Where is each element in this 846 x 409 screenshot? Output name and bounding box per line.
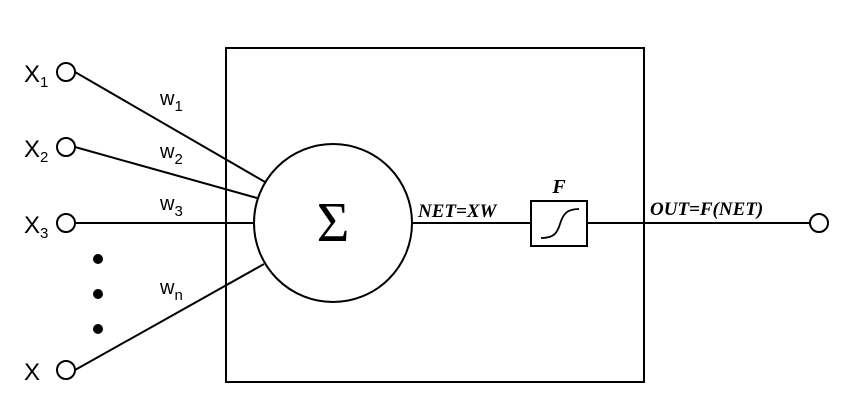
- ellipsis-dot-3: [93, 324, 103, 334]
- activation-label: F: [551, 176, 566, 198]
- input-node-1: [56, 62, 76, 82]
- input-label-3: X3: [24, 212, 48, 242]
- ellipsis-dot-1: [93, 254, 103, 264]
- input-line-n: [74, 263, 265, 371]
- input-line-2: [74, 146, 258, 199]
- input-label-1: X1: [24, 61, 48, 91]
- summation-symbol: Σ: [317, 192, 350, 254]
- input-node-2: [56, 137, 76, 157]
- output-label: OUT=F(NET): [650, 199, 763, 220]
- input-node-n: [56, 360, 76, 380]
- sigmoid-curve-icon: [540, 208, 580, 239]
- output-node: [809, 213, 829, 233]
- weight-label-n: wn: [159, 277, 183, 304]
- weight-label-2: w2: [159, 141, 183, 168]
- input-node-3: [56, 213, 76, 233]
- net-label: NET=XW: [417, 201, 497, 222]
- weight-label-3: w3: [159, 193, 183, 220]
- ellipsis-dot-2: [93, 289, 103, 299]
- weight-label-1: w1: [159, 88, 183, 115]
- neuron-box: [225, 47, 645, 383]
- activation-box: [530, 200, 588, 247]
- input-line-1: [74, 71, 266, 183]
- input-label-n: X: [24, 359, 40, 386]
- input-label-2: X2: [24, 136, 48, 166]
